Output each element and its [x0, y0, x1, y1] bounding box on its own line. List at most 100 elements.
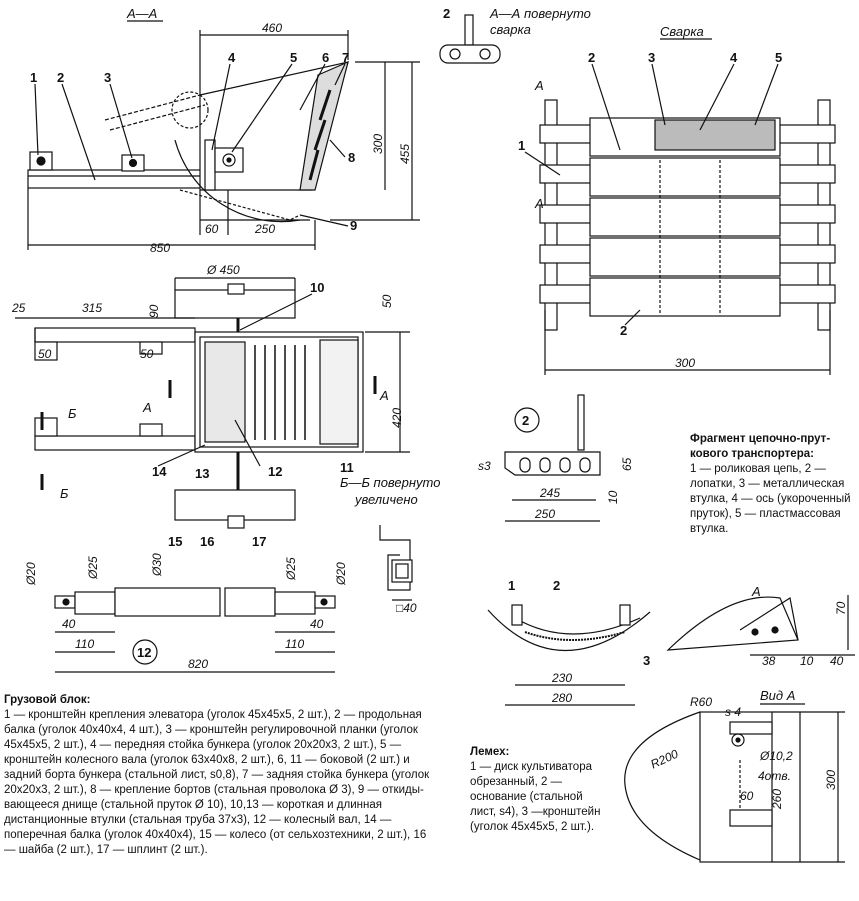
- callout-aa-4: 4: [228, 50, 236, 65]
- dim-s3: s3: [478, 459, 491, 473]
- dim-d30: Ø30: [150, 553, 164, 577]
- section-bb-view: Б—Б повернуто увеличено □40: [340, 475, 440, 615]
- dim-40-shaft-right: 40: [310, 617, 324, 631]
- dim-s4: s 4: [725, 705, 741, 719]
- callout-13: 13: [195, 466, 209, 481]
- dim-d20-right: Ø20: [334, 562, 348, 586]
- dim-60: 60: [205, 222, 219, 236]
- dim-38: 38: [762, 654, 776, 668]
- dim-850: 850: [150, 241, 170, 255]
- legend-cargo-body: 1 — кронштейн крепления элеватора (уголо…: [4, 709, 430, 856]
- dim-110-left: 110: [75, 637, 94, 651]
- dim-d25-left: Ø25: [86, 556, 100, 580]
- dim-r60: R60: [690, 695, 712, 709]
- callout-15: 15: [168, 534, 182, 549]
- legend-lemeh-body: 1 — диск культивато­ра обрезанный, 2 — о…: [470, 761, 601, 833]
- dim-460: 460: [262, 21, 282, 35]
- section-bb-enlarged: увеличено: [354, 492, 418, 507]
- legend-lemeh: Лемех: 1 — диск культивато­ра обрезанный…: [470, 745, 610, 835]
- callout-17: 17: [252, 534, 266, 549]
- chain-callout-2: 2: [588, 50, 595, 65]
- arrow-a-label-right: А: [379, 388, 389, 403]
- chain-welding-small: сварка: [490, 22, 531, 37]
- callout-aa-7: 7: [342, 50, 349, 65]
- callout-aa-8: 8: [348, 150, 355, 165]
- dim-315: 315: [82, 301, 102, 315]
- chain-callout-1: 1: [518, 138, 525, 153]
- dim-50-a: 50: [38, 347, 52, 361]
- chain-callout-2-bottom: 2: [620, 323, 627, 338]
- callout-14: 14: [152, 464, 167, 479]
- legend-chain-body: 1 — роликовая цепь, 2 — лопатки, 3 — мет…: [690, 463, 851, 535]
- dim-d10-2: Ø10,2: [759, 749, 793, 763]
- dim-4-holes: 4отв.: [758, 769, 791, 783]
- dim-250: 250: [254, 222, 275, 236]
- dim-300-view-a: 300: [824, 770, 838, 790]
- dim-10: 10: [606, 490, 620, 504]
- chain-section-aa-rotated: А—А повернуто: [489, 6, 591, 21]
- callout-aa-9: 9: [350, 218, 357, 233]
- wheel-shaft-view: Ø20 Ø25 Ø30 Ø25 Ø20 40 110 820 110 40 12: [24, 553, 348, 673]
- arrow-b-label-bottom: Б: [60, 486, 69, 501]
- dim-d450: Ø 450: [206, 263, 240, 277]
- dim-d20-left: Ø20: [24, 562, 38, 586]
- dim-90: 90: [147, 304, 161, 318]
- arrow-b-label-top: Б: [68, 406, 77, 421]
- section-aa-view: А—А 460: [27, 6, 420, 255]
- dim-d25-right: Ø25: [284, 557, 298, 581]
- legend-chain-title: Фрагмент цепочно-прут­кового транспортер…: [690, 433, 831, 460]
- dim-40-square: □40: [396, 601, 417, 615]
- dim-70: 70: [834, 601, 848, 615]
- legend-cargo-title: Грузовой блок:: [4, 694, 91, 706]
- dim-250-paddle: 250: [534, 507, 555, 521]
- dim-260: 260: [770, 789, 784, 810]
- dim-455: 455: [398, 144, 412, 164]
- callout-aa-5: 5: [290, 50, 297, 65]
- chain-callout-2-top: 2: [443, 6, 450, 21]
- callout-aa-3: 3: [104, 70, 111, 85]
- dim-50-c: 50: [380, 294, 394, 308]
- dim-65: 65: [620, 457, 634, 471]
- circled-12: 12: [137, 645, 151, 660]
- section-bb-title: Б—Б повернуто: [340, 475, 440, 490]
- chain-arrow-a-top: А: [534, 78, 544, 93]
- dim-245: 245: [539, 486, 560, 500]
- view-a-detail: Вид А R60 s 4 R200 Ø10,2 4отв. 260 300 6…: [624, 688, 845, 863]
- chain-callout-5: 5: [775, 50, 782, 65]
- dim-40-shaft-left: 40: [62, 617, 76, 631]
- chain-welding-label: Сварка: [660, 24, 704, 39]
- legend-cargo: Грузовой блок: 1 — кронштейн крепления э…: [4, 693, 434, 858]
- chain-arrow-a-bottom: А: [534, 196, 544, 211]
- dim-25: 25: [11, 301, 26, 315]
- dim-300-aa: 300: [371, 134, 385, 154]
- dim-820: 820: [188, 657, 208, 671]
- callout-12: 12: [268, 464, 282, 479]
- section-aa-title: А—А: [126, 6, 157, 21]
- lemeh-callout-1: 1: [508, 578, 515, 593]
- chain-callout-3: 3: [648, 50, 655, 65]
- dim-110-right: 110: [285, 637, 304, 651]
- legend-chain: Фрагмент цепочно-прут­кового транспортер…: [690, 432, 855, 537]
- dim-60-view-a: 60: [740, 789, 754, 803]
- lemeh-arrow-a: А: [751, 584, 761, 599]
- dim-40-lemeh: 40: [830, 654, 844, 668]
- callout-aa-1: 1: [30, 70, 37, 85]
- lemeh-callout-3: 3: [643, 653, 650, 668]
- callout-16: 16: [200, 534, 214, 549]
- dim-10-lemeh: 10: [800, 654, 814, 668]
- chain-conveyor-view: 2 А—А повернуто сварка Сварка 2: [439, 6, 836, 375]
- plan-view: Ø 450 25 315 90 50 50 50: [11, 263, 410, 549]
- dim-230: 230: [551, 671, 572, 685]
- legend-lemeh-title: Лемех:: [470, 746, 510, 758]
- callout-aa-2: 2: [57, 70, 64, 85]
- callout-10: 10: [310, 280, 324, 295]
- view-a-title: Вид А: [760, 688, 795, 703]
- callout-aa-6: 6: [322, 50, 329, 65]
- arrow-a-label-left: А: [142, 400, 152, 415]
- callout-11: 11: [340, 460, 354, 475]
- lemeh-detail: 1 2 3 230 280 А 70 38 10 40: [487, 578, 855, 706]
- circled-2: 2: [522, 413, 529, 428]
- dim-300-chain: 300: [675, 356, 695, 370]
- lemeh-callout-2: 2: [553, 578, 560, 593]
